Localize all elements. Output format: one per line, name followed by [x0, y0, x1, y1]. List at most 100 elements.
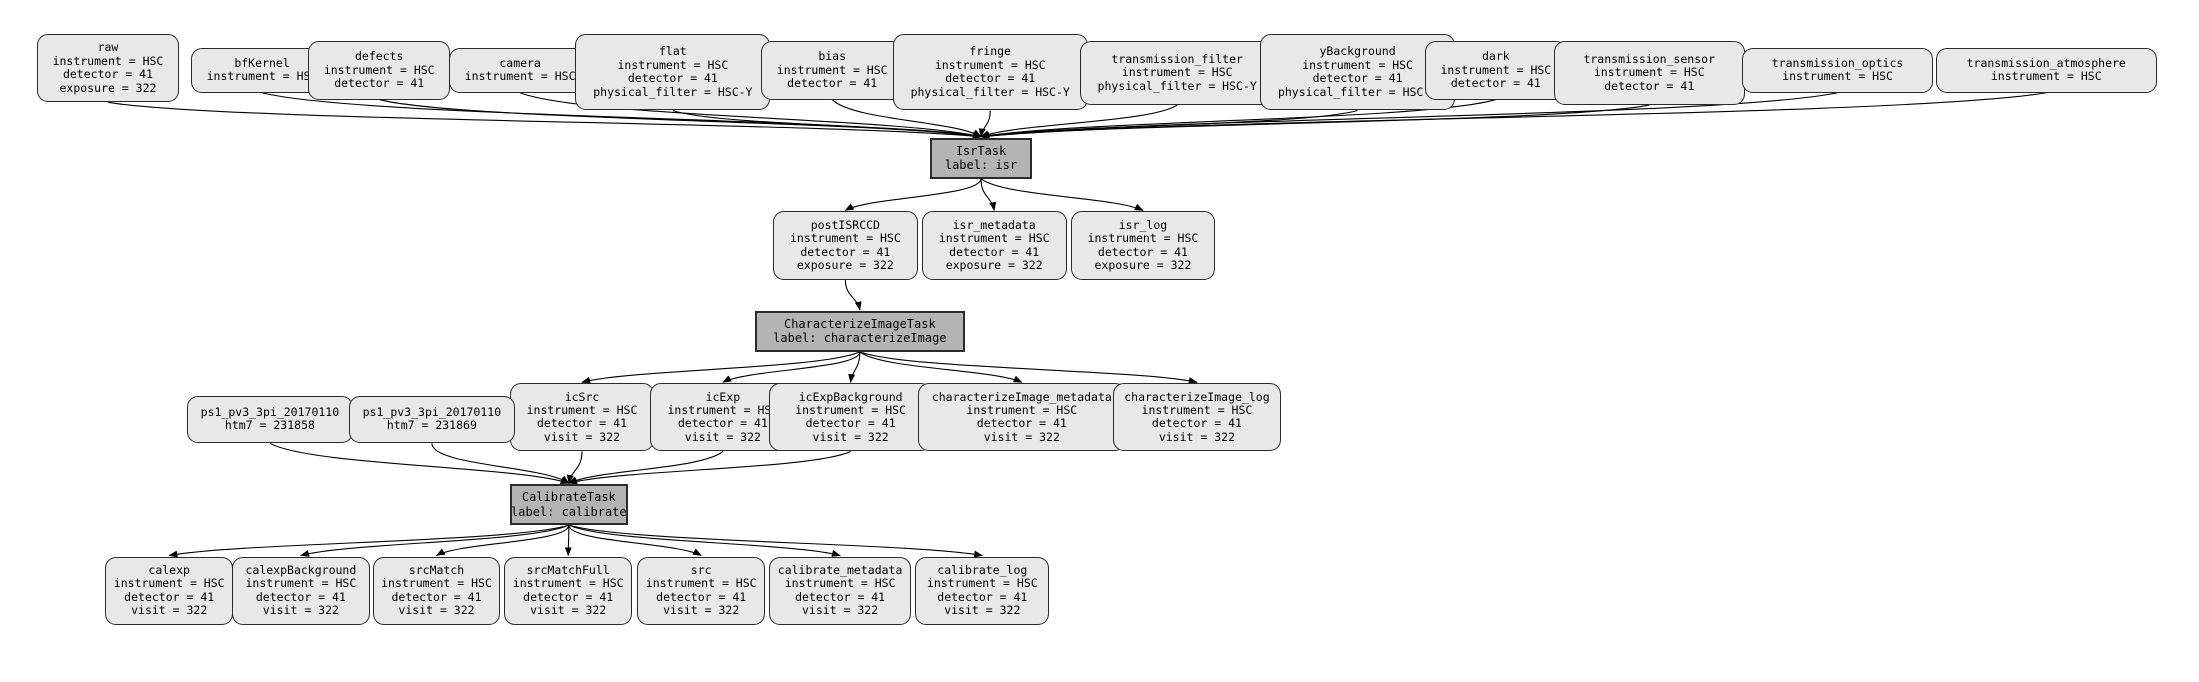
node-detail-line: detector = 41: [523, 589, 614, 604]
node-detail-line: instrument = HSC: [645, 576, 757, 591]
node-detail-line: instrument = HSC: [1782, 69, 1893, 84]
node-title: isr_metadata: [952, 217, 1036, 232]
edge-postISRCCD-to-CharacterizeImageTask: [844, 279, 862, 311]
node-title: calibrate_log: [937, 562, 1028, 577]
node-title: characterizeImage_log: [1124, 389, 1270, 404]
node-title: CalibrateTask: [521, 490, 616, 505]
node-title: bfKernel: [234, 55, 290, 70]
edge-IsrTask-to-isr_metadata: [980, 178, 997, 212]
node-title: CharacterizeImageTask: [783, 316, 936, 331]
edge-flat-to-IsrTask: [672, 109, 982, 139]
node-detail-line: instrument = HSC: [926, 576, 1038, 591]
edge-IsrTask-to-postISRCCD: [844, 178, 982, 211]
edge-yBackground-to-IsrTask: [980, 109, 1358, 139]
node-detail-line: instrument = HSC: [526, 402, 638, 417]
node-detail-line: visit = 322: [983, 429, 1060, 444]
node-detail-line: detector = 41: [787, 75, 878, 90]
node-detail-line: instrument = HSC: [1141, 402, 1253, 417]
node-detail-line: detector = 41: [62, 67, 153, 82]
node-detail-line: instrument = HSC: [206, 69, 318, 84]
node-detail-line: visit = 322: [530, 603, 607, 617]
node-title: calexpBackground: [245, 562, 357, 577]
node-title: srcMatch: [408, 562, 465, 577]
node-detail-line: detector = 41: [391, 589, 482, 604]
node-detail-line: visit = 322: [1158, 429, 1235, 444]
edge-CalibrateTask-to-calibrate_metadata: [568, 524, 841, 557]
node-detail-line: instrument = HSC: [1440, 62, 1552, 77]
node-title: camera: [499, 55, 541, 70]
node-title: calexp: [148, 562, 190, 577]
node-detail-line: instrument = HSC: [776, 62, 888, 77]
node-title: ps1_pv3_3pi_20170110: [200, 405, 340, 419]
node-detail-line: label: characterizeImage: [773, 331, 947, 346]
node-detail-line: physical_filter = HSC-Y: [593, 84, 753, 99]
node-detail-line: visit = 322: [944, 603, 1021, 617]
node-detail-line: visit = 322: [543, 429, 621, 444]
node-detail-line: detector = 41: [937, 589, 1028, 604]
node-title: transmission_sensor: [1583, 51, 1716, 66]
node-detail-line: detector = 41: [800, 244, 891, 259]
node-title: srcMatchFull: [526, 562, 610, 577]
edge-CalibrateTask-to-src: [568, 524, 702, 556]
node-detail-line: instrument = HSC: [323, 62, 435, 77]
node-detail-line: instrument = HSC: [934, 57, 1046, 72]
node-title: raw: [97, 40, 119, 55]
node-title: defects: [354, 49, 404, 64]
node-detail-line: instrument = HSC: [938, 231, 1050, 246]
node-detail-line: instrument = HSC: [1121, 65, 1233, 80]
node-detail-line: instrument = HSC: [789, 231, 901, 246]
node-detail-line: detector = 41: [536, 416, 627, 431]
node-title: fringe: [969, 44, 1011, 59]
node-detail-line: detector = 41: [124, 589, 215, 604]
node-title: postISRCCD: [810, 217, 880, 232]
node-title: IsrTask: [955, 143, 1007, 158]
node-title: icSrc: [564, 389, 600, 404]
node-detail-line: detector = 41: [805, 416, 896, 431]
node-detail-line: visit = 322: [262, 603, 339, 617]
node-detail-line: visit = 322: [684, 429, 761, 444]
node-detail-line: instrument = HSC: [1087, 231, 1199, 246]
node-detail-line: instrument = HSC: [617, 57, 729, 72]
node-detail-line: physical_filter = HSC-Y: [1097, 78, 1257, 93]
node-detail-line: instrument = HSC: [784, 576, 896, 591]
node-detail-line: instrument = HSC: [245, 576, 357, 591]
node-detail-line: instrument = HSC: [1302, 57, 1413, 72]
edge-CharacterizeImageTask-to-icExpBackground: [848, 351, 861, 384]
node-detail-line: exposure = 322: [796, 257, 894, 272]
node-detail-line: detector = 41: [334, 75, 425, 90]
node-detail-line: detector = 41: [1151, 416, 1242, 431]
node-title: dark: [1481, 49, 1510, 64]
node-detail-line: detector = 41: [255, 589, 346, 604]
node-title: yBackground: [1319, 44, 1396, 59]
